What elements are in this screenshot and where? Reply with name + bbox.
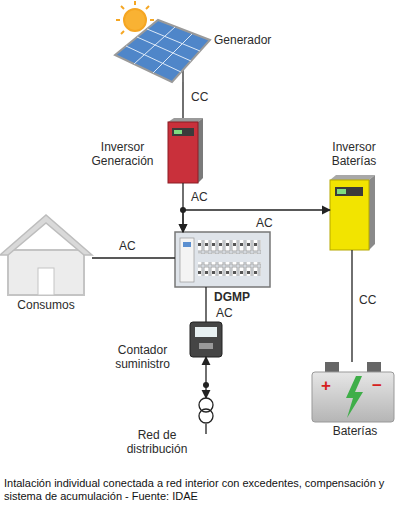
meter-box: Contador suministro — [190, 322, 222, 357]
distribution-board — [175, 232, 270, 287]
grid-transformer: Red de distribución — [197, 398, 215, 424]
battery-icon — [312, 362, 394, 422]
node-label: DGMP — [214, 290, 250, 304]
node-label: Inversor Generación — [85, 140, 160, 168]
node-label: Baterías — [323, 424, 387, 438]
wire-connector — [205, 287, 206, 322]
solar-generator: Generador — [110, 5, 210, 82]
inverter-box: Inversor Baterías — [330, 175, 375, 250]
caption: Intalación individual conectada a red in… — [4, 477, 397, 503]
node-label: Generador — [214, 33, 271, 47]
wire-connector — [183, 210, 330, 232]
terminal-sign: + — [321, 377, 331, 395]
distribution-board-box: DGMP — [175, 232, 270, 287]
energy-meter — [190, 322, 222, 357]
line-label: AC — [118, 239, 137, 253]
line-label: CC — [358, 293, 377, 307]
wire-connector — [205, 357, 206, 398]
house-icon — [0, 215, 92, 295]
solar-panel — [115, 20, 210, 82]
terminal-sign: − — [372, 377, 382, 395]
wire-connector — [182, 82, 183, 118]
consumption-house: Consumos — [0, 215, 92, 295]
node-label: Consumos — [0, 298, 92, 312]
wire-connector — [92, 257, 175, 258]
line-label: AC — [190, 190, 209, 204]
node-label: Red de distribución — [118, 428, 196, 456]
line-label: CC — [190, 90, 209, 104]
inverter-generation — [168, 118, 203, 183]
node-label: Inversor Baterías — [318, 140, 390, 168]
node-label: Contador suministro — [100, 343, 185, 371]
inverter-box: Inversor Generación — [163, 118, 203, 183]
inverter-batteries — [330, 175, 375, 250]
wire-connector — [351, 250, 352, 362]
line-label: AC — [215, 306, 234, 320]
line-label: AC — [255, 216, 274, 230]
transformer-symbol — [199, 398, 213, 434]
